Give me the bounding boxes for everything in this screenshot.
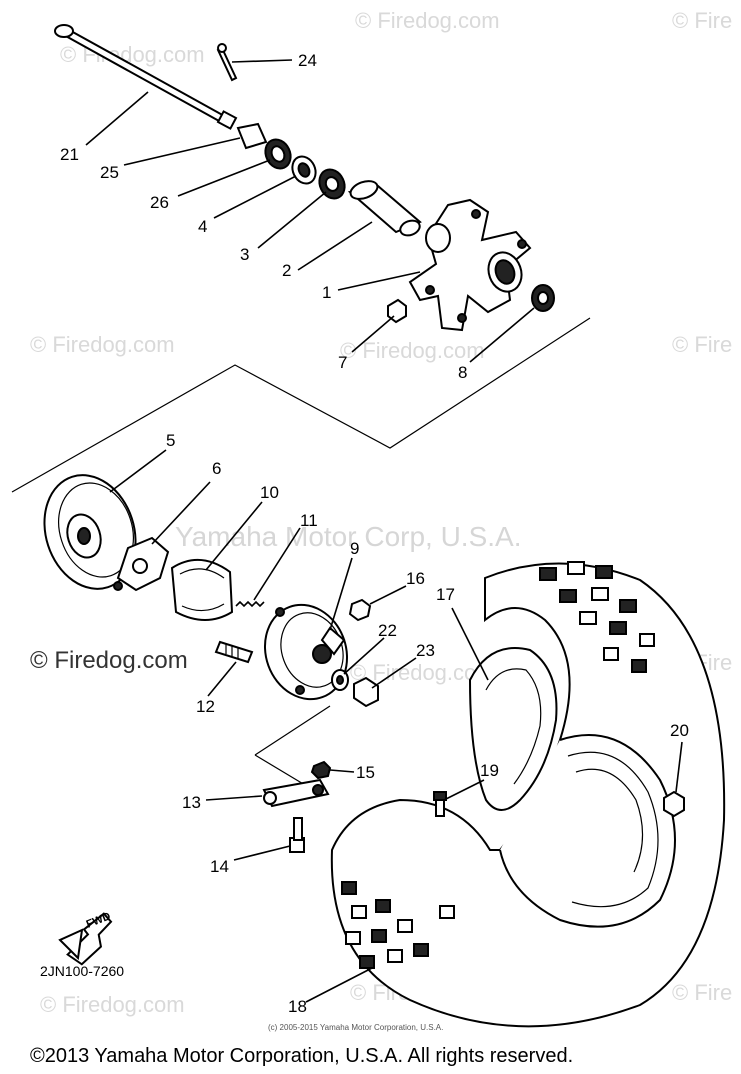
part-bolt bbox=[289, 817, 305, 853]
callout-25: 25 bbox=[100, 163, 119, 182]
cam-lever-assembly bbox=[262, 760, 332, 853]
part-nut bbox=[663, 790, 685, 818]
part-valve bbox=[433, 791, 447, 817]
callout-8: 8 bbox=[458, 363, 467, 382]
part-nut bbox=[348, 598, 372, 622]
watermark-site-dark: © Firedog.com bbox=[30, 647, 188, 674]
callout-labels: 24 21 25 26 4 3 2 1 7 8 5 6 10 11 9 16 1… bbox=[60, 51, 689, 1016]
wheel-tire-assembly bbox=[330, 561, 726, 1028]
part-wheel-rim bbox=[468, 647, 676, 928]
part-cotter-pin bbox=[216, 43, 238, 82]
callout-19: 19 bbox=[480, 761, 499, 780]
part-hub bbox=[408, 198, 532, 332]
callout-4: 4 bbox=[198, 217, 207, 236]
part-cam-lever bbox=[262, 778, 330, 808]
axle-hub-assembly bbox=[54, 24, 555, 332]
callout-11: 11 bbox=[300, 511, 318, 530]
callout-26: 26 bbox=[150, 193, 169, 212]
fine-print: (c) 2005-2015 Yamaha Motor Corporation, … bbox=[268, 1023, 443, 1032]
callout-21: 21 bbox=[60, 145, 79, 164]
part-collar bbox=[236, 122, 268, 150]
part-bearing bbox=[291, 155, 317, 185]
callout-24: 24 bbox=[298, 51, 317, 70]
fwd-arrow: FWD bbox=[58, 910, 112, 966]
callout-18: 18 bbox=[288, 997, 307, 1016]
part-brake-drum bbox=[43, 474, 137, 590]
assembly-bracket bbox=[254, 705, 331, 756]
callout-5: 5 bbox=[166, 431, 175, 450]
watermark-site: © Firedog.com bbox=[340, 338, 485, 363]
watermark-site-short: © Fire bbox=[672, 8, 732, 33]
callout-1: 1 bbox=[322, 283, 331, 302]
diagram-reference: 2JN100-7260 bbox=[40, 963, 124, 979]
callout-17: 17 bbox=[436, 585, 455, 604]
callout-6: 6 bbox=[212, 459, 221, 478]
callout-16: 16 bbox=[406, 569, 425, 588]
watermark-layer: © Firedog.com © Firedog.com © Fire © Fir… bbox=[30, 8, 732, 1017]
part-spacer bbox=[347, 180, 422, 237]
part-pin bbox=[214, 640, 254, 664]
callout-20: 20 bbox=[670, 721, 689, 740]
callout-10: 10 bbox=[260, 483, 279, 502]
callout-23: 23 bbox=[416, 641, 435, 660]
brake-assembly bbox=[43, 474, 379, 708]
watermark-site: © Firedog.com bbox=[355, 8, 500, 33]
part-oil-seal bbox=[264, 138, 292, 170]
watermark-company: Yamaha Motor Corp, U.S.A. bbox=[175, 521, 522, 552]
callout-9: 9 bbox=[350, 539, 359, 558]
part-nut bbox=[310, 760, 332, 780]
part-axle bbox=[54, 24, 238, 130]
leader-lines bbox=[85, 59, 683, 1003]
footer-copyright: ©2013 Yamaha Motor Corporation, U.S.A. A… bbox=[30, 1045, 573, 1067]
callout-3: 3 bbox=[240, 245, 249, 264]
watermark-site: © Firedog.com bbox=[40, 992, 185, 1017]
part-brake-panel bbox=[263, 603, 349, 701]
watermark-site: © Firedog.com bbox=[30, 332, 175, 357]
assembly-bracket bbox=[11, 317, 591, 493]
part-guide-plate bbox=[113, 536, 170, 592]
callout-14: 14 bbox=[210, 857, 229, 876]
part-castle-nut bbox=[353, 676, 379, 708]
part-castle-nut bbox=[531, 284, 555, 312]
part-brake-shoe bbox=[170, 558, 234, 621]
callout-2: 2 bbox=[282, 261, 291, 280]
callout-13: 13 bbox=[182, 793, 201, 812]
part-bearing bbox=[318, 168, 346, 200]
watermark-site-short: © Fire bbox=[672, 332, 732, 357]
callout-7: 7 bbox=[338, 353, 347, 372]
part-washer bbox=[331, 669, 349, 691]
watermark-site-short: © Fire bbox=[672, 980, 732, 1005]
tire-tread bbox=[341, 561, 655, 969]
callout-12: 12 bbox=[196, 697, 215, 716]
part-spring bbox=[235, 600, 265, 608]
callout-22: 22 bbox=[378, 621, 397, 640]
assembly-bracket bbox=[254, 754, 306, 786]
callout-15: 15 bbox=[356, 763, 375, 782]
